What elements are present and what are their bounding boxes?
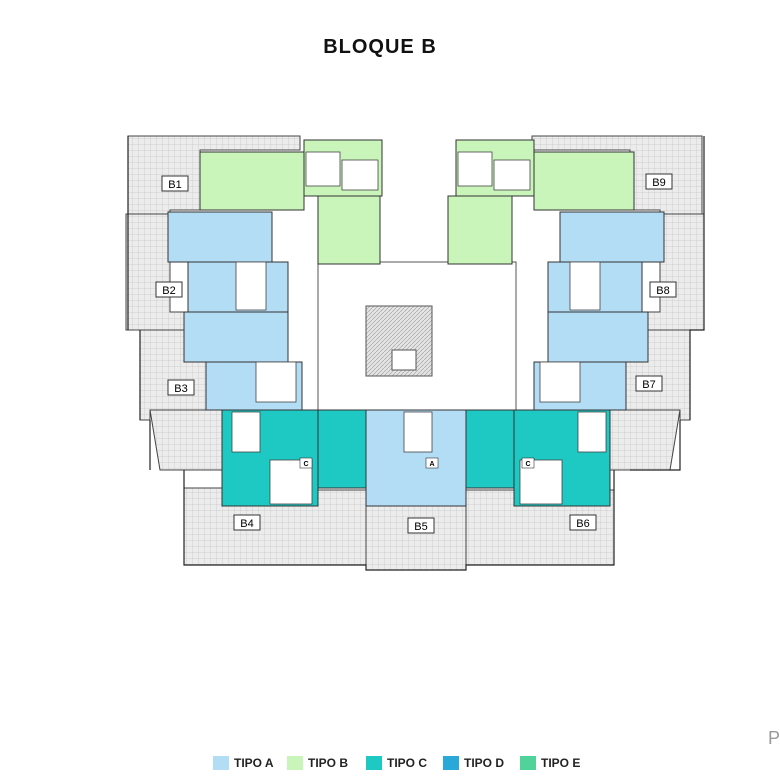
legend-swatch-c [366, 756, 382, 770]
terrace-left-bottom-edge [149, 409, 223, 471]
label-b2: B2 [155, 281, 183, 298]
svg-text:B3: B3 [174, 383, 187, 395]
svg-text:C: C [303, 461, 308, 468]
legend-label-d: TIPO D [464, 756, 505, 770]
svg-text:B2: B2 [162, 285, 175, 297]
label-b8: B8 [649, 281, 677, 298]
terrace-right-bottom-edge [607, 409, 681, 471]
mark-c-right: C [521, 457, 535, 469]
svg-text:B9: B9 [652, 177, 665, 189]
mark-a-center: A [425, 457, 439, 469]
label-b7: B7 [635, 375, 663, 392]
svg-text:A: A [429, 461, 434, 468]
legend-tipo-b: TIPO B [287, 756, 348, 770]
svg-text:C: C [525, 461, 530, 468]
legend-label-e: TIPO E [541, 756, 581, 770]
legend-swatch-d [443, 756, 459, 770]
plan-title: BLOQUE B [323, 36, 437, 58]
svg-text:B6: B6 [576, 518, 589, 530]
label-b1: B1 [161, 175, 189, 192]
legend-swatch-e [520, 756, 536, 770]
legend-tipo-e: TIPO E [520, 756, 580, 770]
courtyard [317, 261, 517, 413]
legend-tipo-a: TIPO A [213, 756, 274, 770]
type-marks: C A C [299, 457, 535, 469]
legend: TIPO A TIPO B TIPO C TIPO D TIPO E [0, 756, 780, 776]
legend-label-b: TIPO B [308, 756, 349, 770]
svg-text:B5: B5 [414, 521, 427, 533]
svg-text:B8: B8 [656, 285, 669, 297]
floor-plan: B1 B2 B3 B4 B5 B6 B7 B8 B9 C A C [125, 135, 705, 571]
elevator [391, 349, 417, 371]
label-b6: B6 [569, 514, 597, 531]
label-b5: B5 [407, 517, 435, 534]
svg-text:B1: B1 [168, 179, 181, 191]
label-b4: B4 [233, 514, 261, 531]
mark-c-left: C [299, 457, 313, 469]
legend-swatch-a [213, 756, 229, 770]
legend-label-c: TIPO C [387, 756, 428, 770]
legend-tipo-c: TIPO C [366, 756, 427, 770]
label-b3: B3 [167, 379, 195, 396]
label-b9: B9 [645, 173, 673, 190]
unit-labels: B1 B2 B3 B4 B5 B6 B7 B8 B9 [155, 173, 677, 534]
interior-rooms [231, 151, 607, 505]
structure-lines [127, 136, 705, 571]
terrace-right-top [531, 135, 703, 231]
legend-tipo-d: TIPO D [443, 756, 504, 770]
legend-swatch-b [287, 756, 303, 770]
legend-label-a: TIPO A [234, 756, 274, 770]
page-mark: P [767, 728, 780, 748]
svg-text:B7: B7 [642, 379, 655, 391]
svg-text:B4: B4 [240, 518, 253, 530]
